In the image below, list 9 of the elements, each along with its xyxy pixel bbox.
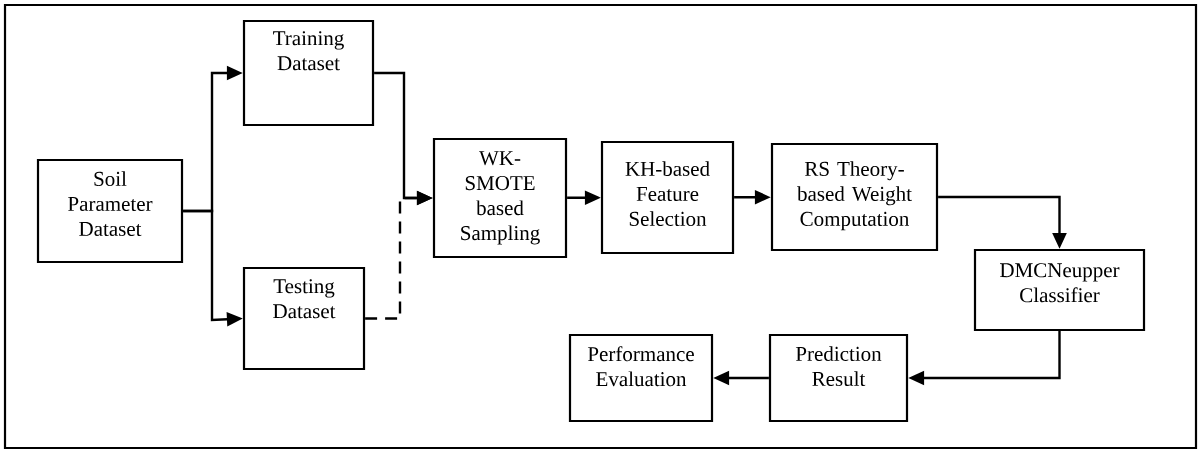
process-box: WK-SMOTE based Sampling <box>432 137 568 259</box>
process-box: Performance Evaluation <box>568 333 714 423</box>
process-box: KH-based Feature Selection <box>600 140 735 255</box>
process-box: Testing Dataset <box>242 266 366 371</box>
process-box: Soil Parameter Dataset <box>36 158 184 264</box>
process-box: RS Theory-based Weight Computation <box>770 142 939 252</box>
process-box: DMCNeupper Classifier <box>973 248 1146 332</box>
process-box: Prediction Result <box>768 333 909 423</box>
process-box: Training Dataset <box>242 19 375 127</box>
